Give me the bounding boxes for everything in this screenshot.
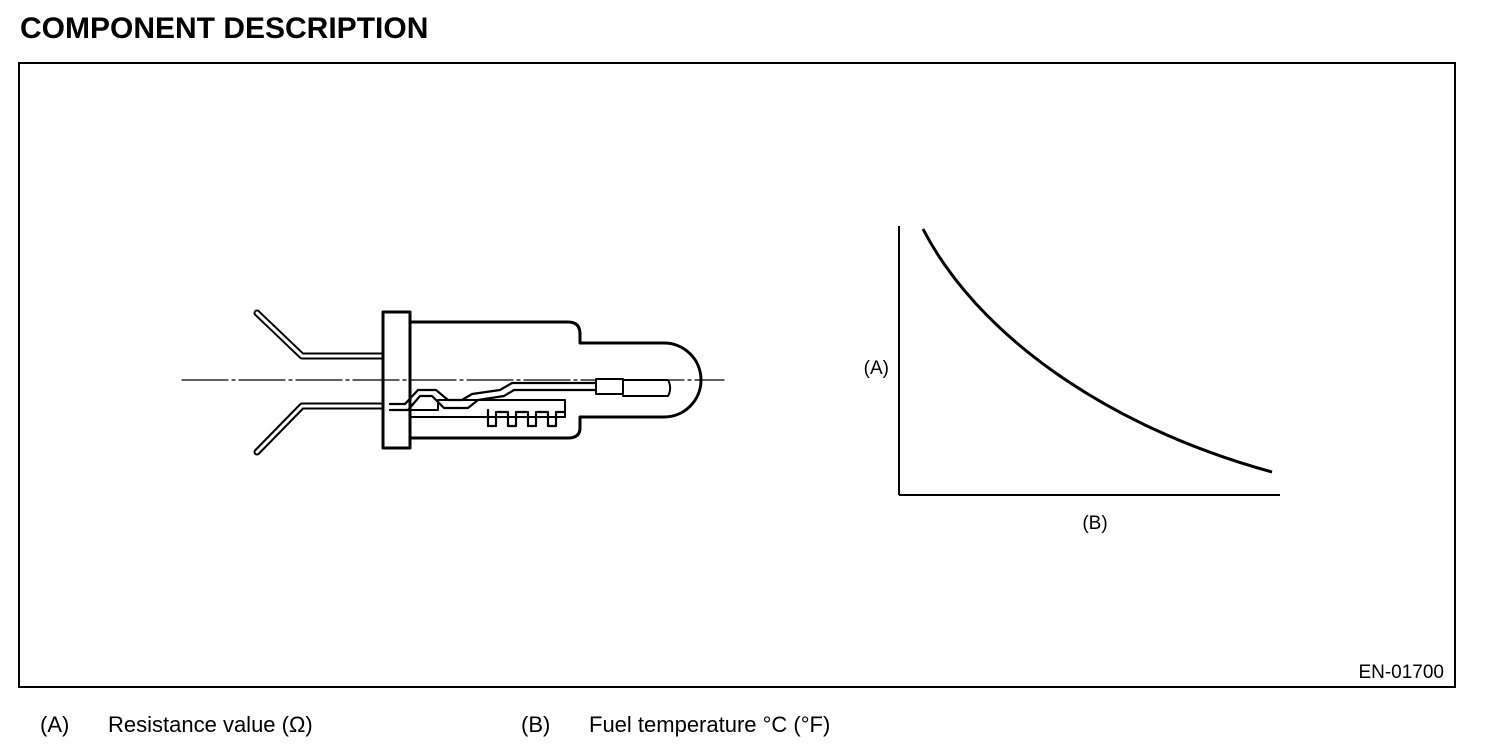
sensor-inner-cavity xyxy=(409,399,566,418)
fuel-temperature-sensor-illustration xyxy=(181,309,725,456)
legend-text-b: Fuel temperature °C (°F) xyxy=(589,712,831,737)
lower-terminal-lead xyxy=(253,402,387,456)
resistance-curve xyxy=(921,228,1273,474)
legend-key-b: (B) xyxy=(521,712,551,737)
page-title: COMPONENT DESCRIPTION xyxy=(20,12,429,45)
probe-tip-inner xyxy=(622,379,672,397)
legend-text-a: Resistance value (Ω) xyxy=(108,712,313,737)
legend-item-b: (B) Fuel temperature °C (°F) xyxy=(521,712,830,738)
resistance-temperature-graph: (A) (B) xyxy=(864,226,1280,534)
legend-key-a: (A) xyxy=(40,712,70,737)
internal-wire-upper xyxy=(388,381,598,406)
upper-terminal-lead xyxy=(253,309,387,360)
graph-x-axis-label: (B) xyxy=(1082,513,1107,534)
graph-y-axis-label: (A) xyxy=(864,358,889,379)
figure-id: EN-01700 xyxy=(1358,662,1444,683)
internal-wire-lower xyxy=(388,388,598,412)
thermistor-element xyxy=(595,378,624,395)
crimp-ribs xyxy=(486,408,567,428)
legend-item-a: (A) Resistance value (Ω) xyxy=(40,712,313,738)
figure-frame: EN-01700 xyxy=(18,62,1456,688)
